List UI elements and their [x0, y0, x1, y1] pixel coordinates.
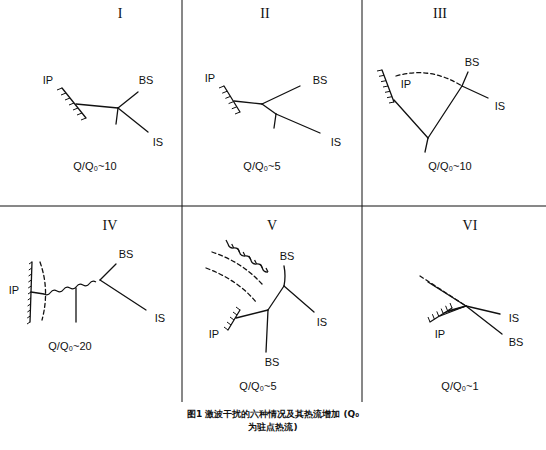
panel-number: IV	[102, 218, 119, 233]
shock-label: IP	[8, 284, 20, 296]
hatch-stroke	[432, 314, 434, 319]
hatch-stroke	[441, 309, 443, 314]
hatch-stroke	[224, 327, 228, 330]
shock-label: IP	[434, 328, 446, 340]
hatch-stroke	[389, 102, 394, 103]
hatch-stroke	[385, 91, 390, 92]
hatch-stroke	[383, 86, 388, 87]
panel-number: III	[432, 6, 448, 21]
hatch-stroke	[255, 260, 257, 264]
shear-layer-waves	[44, 240, 268, 295]
shock-label: Q/Q₀~5	[242, 160, 281, 172]
hatch-stroke	[28, 298, 31, 300]
hatch-stroke	[28, 304, 31, 306]
shock-label: IS	[152, 136, 164, 148]
shock-label: BS	[138, 74, 155, 86]
wall-hatching	[27, 70, 452, 330]
hatch-stroke	[377, 70, 382, 71]
shock-label: BS	[508, 336, 525, 348]
shock-label: IS	[316, 316, 328, 328]
hatch-stroke	[235, 112, 240, 114]
hatch-stroke	[81, 118, 86, 120]
hatch-stroke	[229, 102, 234, 104]
shock-label: BS	[279, 250, 296, 262]
shock-label: Q/Q₀~10	[72, 160, 117, 172]
shock-label: Q/Q₀~1	[440, 380, 479, 392]
shock-label: BS	[264, 356, 281, 368]
shock-label: IP	[204, 72, 216, 84]
hatch-stroke	[236, 307, 240, 310]
wavy-shear-layer	[44, 281, 96, 295]
shock-label: BS	[118, 248, 135, 260]
hatch-stroke	[381, 81, 386, 82]
shock-label: IP	[42, 74, 54, 86]
hatch-stroke	[222, 91, 227, 93]
figure-caption: 图1 激波干扰的六种情况及其热流增加 (Q₀为驻点热流)	[183, 408, 363, 433]
shock-lines	[30, 70, 502, 352]
panel-number: I	[117, 6, 124, 21]
wavy-shear-layer	[228, 244, 268, 272]
hatch-stroke	[446, 306, 448, 311]
hatch-stroke	[28, 292, 31, 294]
hatch-stroke	[232, 107, 237, 109]
hatch-stroke	[450, 303, 452, 308]
hatch-stroke	[379, 75, 384, 76]
hatch-stroke	[233, 312, 237, 315]
shock-label: Q/Q₀~10	[427, 160, 472, 172]
hatch-stroke	[27, 322, 30, 324]
panel-number: II	[259, 6, 270, 21]
hatch-stroke	[260, 264, 262, 268]
hatch-stroke	[237, 248, 239, 252]
hatch-stroke	[69, 103, 74, 105]
hatch-stroke	[61, 93, 66, 95]
hatch-stroke	[29, 274, 32, 276]
hatch-stroke	[73, 108, 78, 110]
shock-label: IS	[508, 312, 520, 324]
hatch-stroke	[227, 322, 231, 325]
hatch-stroke	[387, 97, 392, 98]
hatch-stroke	[226, 240, 228, 244]
hatch-stroke	[428, 317, 430, 322]
hatch-stroke	[225, 96, 230, 98]
panel-number: VI	[462, 218, 479, 233]
hatch-stroke	[230, 317, 234, 320]
hatch-stroke	[437, 311, 439, 316]
hatch-stroke	[27, 310, 30, 312]
shock-label: IS	[330, 136, 342, 148]
shock-label: IS	[154, 312, 166, 324]
panel-number: V	[266, 218, 278, 233]
shock-label: BS	[312, 74, 329, 86]
hatch-stroke	[29, 262, 32, 264]
hatch-stroke	[27, 316, 30, 318]
hatch-stroke	[243, 252, 245, 256]
hatch-stroke	[57, 88, 62, 90]
hatch-stroke	[232, 244, 234, 248]
hatch-stroke	[266, 268, 268, 272]
hatch-stroke	[65, 98, 70, 100]
shock-label: BS	[464, 56, 481, 68]
shock-label: Q/Q₀~5	[238, 380, 277, 392]
shock-label: IS	[494, 100, 506, 112]
hatch-stroke	[77, 113, 82, 115]
shock-label: IP	[208, 328, 220, 340]
shock-label: Q/Q₀~20	[47, 340, 92, 352]
hatch-stroke	[28, 280, 31, 282]
panel-dividers	[0, 0, 546, 402]
hatch-stroke	[29, 268, 32, 270]
shock-label: IP	[400, 78, 412, 90]
hatch-stroke	[219, 86, 224, 88]
hatch-stroke	[28, 286, 31, 288]
hatch-stroke	[249, 256, 251, 260]
